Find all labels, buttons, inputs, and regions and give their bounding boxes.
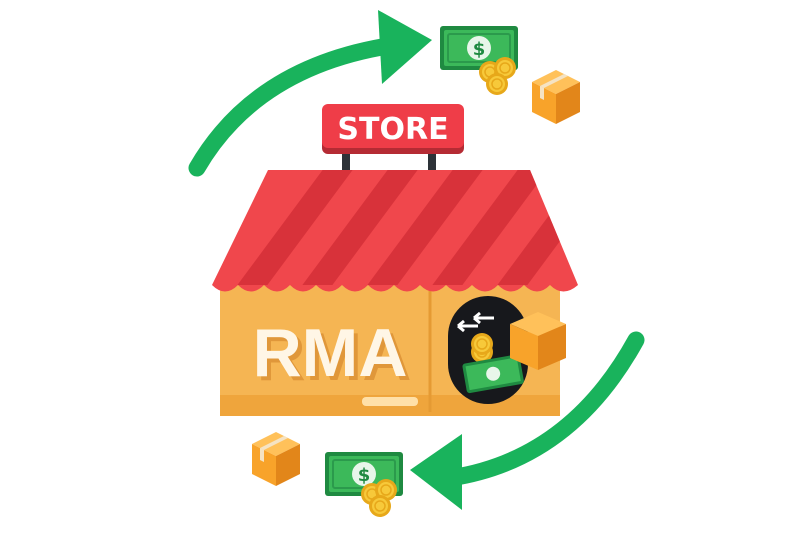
rma-label: RMA bbox=[253, 315, 408, 391]
coins-icon bbox=[360, 478, 398, 518]
store-sign: STORE bbox=[322, 104, 464, 172]
sign-text: STORE bbox=[337, 112, 448, 147]
rma-label-shadow: RMA bbox=[257, 319, 412, 395]
cash-icon: $ bbox=[439, 25, 519, 71]
return-window-icon bbox=[448, 296, 566, 404]
awning bbox=[212, 170, 578, 292]
parcel-icon bbox=[252, 432, 300, 486]
parcel-icon bbox=[532, 70, 580, 124]
dollar-sign: $ bbox=[473, 39, 486, 60]
coins-icon bbox=[478, 56, 517, 96]
arrow-top-icon bbox=[188, 10, 432, 177]
cash-icon: $ bbox=[324, 451, 404, 497]
arrow-bottom-icon bbox=[410, 331, 645, 510]
dollar-sign: $ bbox=[358, 465, 371, 486]
